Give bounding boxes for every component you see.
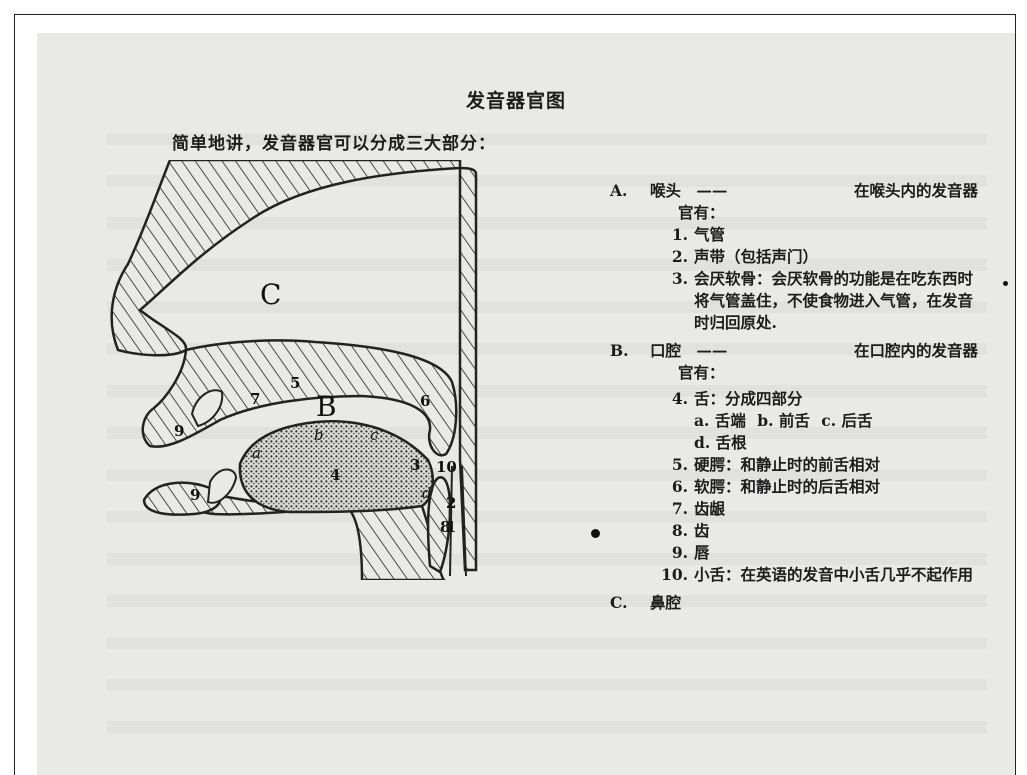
intro-line: 简单地讲，发音器官可以分成三大部分： bbox=[172, 129, 496, 154]
list-item: 4.舌：分成四部分 bbox=[654, 388, 982, 410]
section-c: C. 鼻腔 bbox=[610, 592, 982, 614]
item-number: 6. bbox=[654, 476, 694, 498]
label-2: 2 bbox=[446, 494, 456, 512]
item-number: 8. bbox=[654, 520, 694, 542]
list-item: 3.会厌软骨：会厌软骨的功能是在吃东西时将气管盖住，不使食物进入气管，在发音时归… bbox=[654, 268, 982, 334]
vocal-organs-diagram: C B A 1 2 3 4 5 6 7 8 9 9 10 a b c d bbox=[100, 160, 480, 580]
tongue-label-c: c bbox=[370, 426, 379, 444]
item-number: 10. bbox=[654, 564, 694, 586]
label-7: 7 bbox=[250, 390, 260, 408]
item-text: 声带（包括声门） bbox=[694, 246, 982, 268]
label-3: 3 bbox=[410, 456, 420, 474]
list-item: 8.齿 bbox=[654, 520, 982, 542]
tongue-part: a. 舌端 bbox=[694, 411, 746, 430]
tongue-parts-2: d. 舌根 bbox=[694, 432, 982, 454]
tongue-label-b: b bbox=[314, 426, 324, 444]
tongue-part: d. 舌根 bbox=[694, 433, 747, 452]
page-title: 发音器官图 bbox=[466, 86, 566, 113]
section-a-note: 官有： bbox=[678, 202, 982, 224]
section-c-name: 鼻腔 bbox=[650, 593, 681, 612]
tongue-part: b. 前舌 bbox=[757, 411, 810, 430]
item-number: 1. bbox=[654, 224, 694, 246]
item-number: 7. bbox=[654, 498, 694, 520]
item-text: 齿龈 bbox=[694, 498, 982, 520]
list-item: 1.气管 bbox=[654, 224, 982, 246]
item-text: 气管 bbox=[694, 224, 982, 246]
section-a-name: 喉头 bbox=[650, 181, 681, 200]
list-item: 9.唇 bbox=[654, 542, 982, 564]
skull-and-nose bbox=[112, 160, 460, 355]
section-c-key: C. bbox=[610, 592, 634, 614]
item-text: 唇 bbox=[694, 542, 982, 564]
section-b-desc: 在口腔内的发音器 bbox=[854, 340, 978, 362]
ink-speck bbox=[591, 529, 600, 538]
item-number: 3. bbox=[654, 268, 694, 334]
section-b: B. 口腔 —— 在口腔内的发音器 bbox=[610, 340, 982, 362]
item-number: 9. bbox=[654, 542, 694, 564]
section-b-note: 官有： bbox=[678, 362, 982, 384]
section-b-name: 口腔 bbox=[650, 341, 681, 360]
item-number: 4. bbox=[654, 388, 694, 410]
section-a: A. 喉头 —— 在喉头内的发音器 bbox=[610, 180, 982, 202]
label-4: 4 bbox=[330, 466, 340, 484]
label-10: 10 bbox=[436, 458, 457, 476]
label-9-lower: 9 bbox=[190, 486, 200, 504]
tongue-label-a: a bbox=[252, 444, 261, 462]
label-5: 5 bbox=[290, 374, 300, 392]
list-item: 7.齿龈 bbox=[654, 498, 982, 520]
section-a-key: A. bbox=[610, 180, 634, 202]
legend-list: A. 喉头 —— 在喉头内的发音器 官有： 1.气管 2.声带（包括声门） 3.… bbox=[610, 176, 982, 614]
item-text: 舌：分成四部分 bbox=[694, 388, 982, 410]
back-of-throat bbox=[460, 168, 476, 570]
region-c: C bbox=[260, 278, 281, 311]
tongue-parts: a. 舌端 b. 前舌 c. 后舌 bbox=[694, 410, 982, 432]
list-item: 5.硬腭：和静止时的前舌相对 bbox=[654, 454, 982, 476]
label-9-upper: 9 bbox=[174, 422, 184, 440]
section-b-key: B. bbox=[610, 340, 634, 362]
section-b-dash: —— bbox=[696, 341, 727, 360]
item-text: 小舌：在英语的发音中小舌几乎不起作用 bbox=[694, 564, 982, 586]
item-text: 硬腭：和静止时的前舌相对 bbox=[694, 454, 982, 476]
item-number: 5. bbox=[654, 454, 694, 476]
list-item: 10.小舌：在英语的发音中小舌几乎不起作用 bbox=[654, 564, 982, 586]
tongue-label-d: d bbox=[422, 484, 432, 502]
label-8: 8 bbox=[440, 518, 450, 536]
section-a-desc: 在喉头内的发音器 bbox=[854, 180, 978, 202]
item-text: 齿 bbox=[694, 520, 982, 542]
section-a-dash: —— bbox=[696, 181, 727, 200]
tongue-part: c. 后舌 bbox=[821, 411, 872, 430]
list-item: 6.软腭：和静止时的后舌相对 bbox=[654, 476, 982, 498]
ink-speck bbox=[1003, 281, 1008, 286]
label-6: 6 bbox=[420, 392, 430, 410]
item-text: 软腭：和静止时的后舌相对 bbox=[694, 476, 982, 498]
item-text: 会厌软骨：会厌软骨的功能是在吃东西时将气管盖住，不使食物进入气管，在发音时归回原… bbox=[694, 268, 982, 334]
list-item: 2.声带（包括声门） bbox=[654, 246, 982, 268]
item-number: 2. bbox=[654, 246, 694, 268]
region-a: A bbox=[437, 578, 459, 580]
region-b: B bbox=[316, 390, 337, 423]
